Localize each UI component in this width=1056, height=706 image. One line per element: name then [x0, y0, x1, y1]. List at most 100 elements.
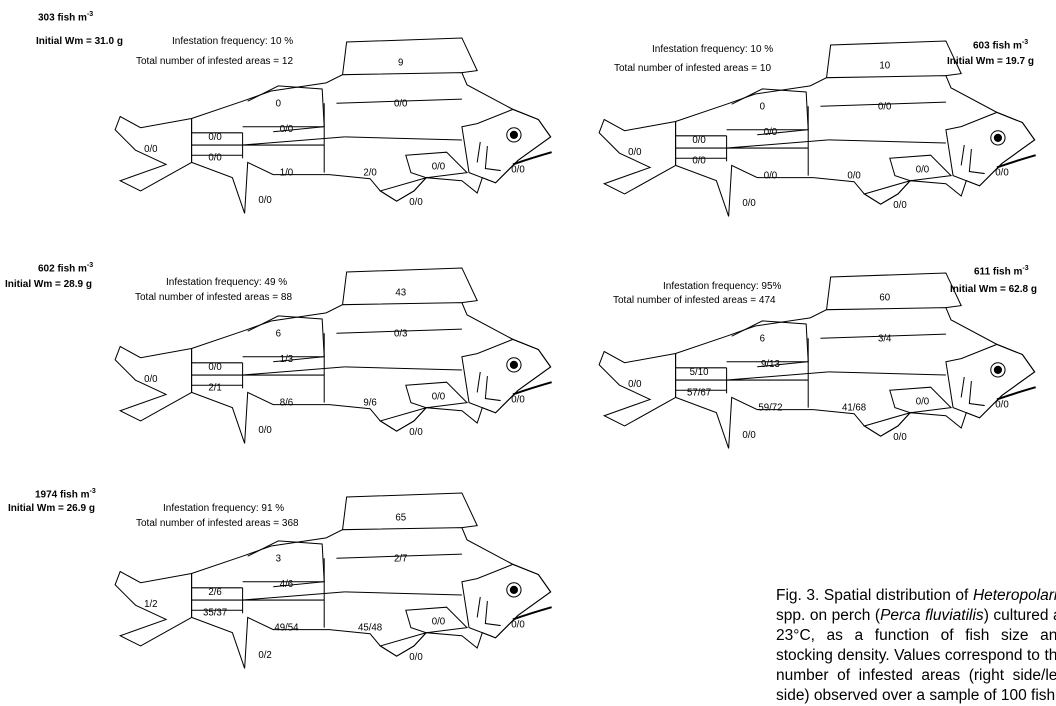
fish-panel-602: 602 fish m-3 Initial Wm = 28.9 g Infesta…	[0, 238, 440, 448]
fish-diagram: 6063/49/135/1057/670/059/7241/680/00/00/…	[594, 275, 1044, 475]
area-label-anal: 0/0	[893, 432, 906, 443]
area-label-dorsal: 9	[398, 58, 403, 69]
body-outline	[192, 303, 551, 444]
area-label-head: 0/0	[995, 400, 1008, 411]
area-label-belly-front: 8/6	[280, 398, 293, 409]
figure-caption: Fig. 3. Spatial distribution of Heteropo…	[776, 586, 1056, 706]
fish-panel-611: 611 fish m-3 Initial Wm = 62.8 g Infesta…	[560, 238, 1000, 448]
area-label-ped-up: 0/0	[208, 132, 221, 143]
body-outline	[676, 76, 1035, 217]
area-label-lat-up: 4/6	[280, 579, 293, 590]
area-label-pectoral: 0/0	[432, 617, 445, 628]
area-label-dorsal: 60	[879, 293, 890, 304]
head-boundary	[462, 564, 551, 637]
area-divider	[345, 367, 462, 370]
area-divider	[727, 372, 829, 380]
area-label-tail: 1/2	[144, 599, 157, 610]
body-outline	[192, 73, 551, 214]
head-boundary	[462, 109, 551, 182]
area-divider	[345, 592, 462, 595]
area-label-tail: 0/0	[628, 147, 641, 158]
area-label-anal: 0/0	[893, 200, 906, 211]
area-divider	[727, 140, 829, 148]
area-divider	[243, 137, 345, 145]
mouth	[513, 382, 552, 394]
area-label-anal: 0/0	[409, 427, 422, 438]
fish-panel-603: 603 fish m-3 Initial Wm = 19.7 g Infesta…	[560, 0, 1000, 210]
area-label-ped-up: 2/6	[208, 587, 221, 598]
area-label-pectoral: 0/0	[916, 165, 929, 176]
area-label-belly-mid: 45/48	[358, 623, 382, 634]
gill-lines	[477, 597, 500, 626]
area-label-upper-back: 0/0	[878, 101, 891, 112]
density-label: 303 fish m-3	[38, 11, 93, 23]
head-boundary	[946, 344, 1035, 417]
gill-lines	[477, 142, 500, 171]
pupil-icon	[510, 586, 518, 594]
area-label-ped-up: 0/0	[208, 362, 221, 373]
area-label-pec-up: 0	[276, 98, 281, 109]
area-label-pelvic: 0/0	[258, 195, 271, 206]
area-label-upper-back: 3/4	[878, 333, 892, 344]
head-boundary	[462, 339, 551, 412]
gill-lines	[961, 377, 984, 406]
pupil-icon	[994, 366, 1002, 374]
area-label-head: 0/0	[511, 620, 524, 631]
area-label-ped-low: 0/0	[692, 155, 705, 166]
area-label-upper-back: 0/0	[394, 98, 407, 109]
fish-diagram: 4360/31/30/02/10/08/69/60/00/00/00/0	[110, 270, 560, 470]
density-label: 602 fish m-3	[38, 262, 93, 274]
pupil-icon	[510, 361, 518, 369]
area-label-pec-up: 6	[760, 333, 765, 344]
area-label-pelvic: 0/0	[742, 198, 755, 209]
gill-lines	[477, 372, 500, 401]
area-label-head: 0/0	[511, 165, 524, 176]
fish-panel-303: 303 fish m-3 Initial Wm = 31.0 g Infesta…	[0, 0, 440, 210]
area-label-ped-low: 0/0	[208, 152, 221, 163]
area-divider	[243, 592, 345, 600]
mouth	[513, 152, 552, 164]
area-label-ped-up: 0/0	[692, 135, 705, 146]
dorsal-fin	[827, 41, 962, 78]
dorsal-fin	[343, 493, 478, 530]
area-label-ped-low: 35/37	[203, 607, 227, 618]
area-divider	[345, 137, 462, 140]
area-label-belly-mid: 2/0	[363, 168, 376, 179]
area-label-pec-up: 6	[276, 328, 281, 339]
head-boundary	[946, 112, 1035, 185]
area-label-tail: 0/0	[628, 379, 641, 390]
area-divider	[243, 367, 345, 375]
gill-lines	[961, 145, 984, 174]
area-label-belly-front: 1/0	[280, 168, 293, 179]
area-label-pectoral: 0/0	[432, 162, 445, 173]
area-label-anal: 0/0	[409, 197, 422, 208]
dorsal-fin	[343, 268, 478, 305]
mouth	[997, 155, 1036, 167]
area-label-pec-up: 0	[760, 101, 765, 112]
area-label-pec-up: 3	[276, 553, 281, 564]
density-label: 1974 fish m-3	[35, 488, 96, 500]
area-label-lat-up: 0/0	[764, 127, 777, 138]
pupil-icon	[994, 134, 1002, 142]
area-label-upper-back: 2/7	[394, 553, 407, 564]
area-label-head: 0/0	[995, 168, 1008, 179]
mouth	[997, 387, 1036, 399]
area-label-pectoral: 0/0	[916, 397, 929, 408]
body-outline	[676, 308, 1035, 449]
area-label-dorsal: 43	[395, 288, 406, 299]
initial-weight-label: Initial Wm = 28.9 g	[5, 279, 92, 290]
area-label-belly-mid: 41/68	[842, 403, 866, 414]
area-label-lat-up: 1/3	[280, 354, 293, 365]
area-label-lat-up: 9/13	[761, 359, 780, 370]
dorsal-fin	[343, 38, 478, 75]
area-label-anal: 0/0	[409, 652, 422, 663]
mouth	[513, 607, 552, 619]
area-label-belly-front: 0/0	[764, 171, 777, 182]
area-label-belly-front: 59/72	[758, 403, 782, 414]
area-label-ped-up: 5/10	[690, 367, 709, 378]
initial-weight-label: Initial Wm = 26.9 g	[8, 503, 95, 514]
area-label-tail: 0/0	[144, 374, 157, 385]
